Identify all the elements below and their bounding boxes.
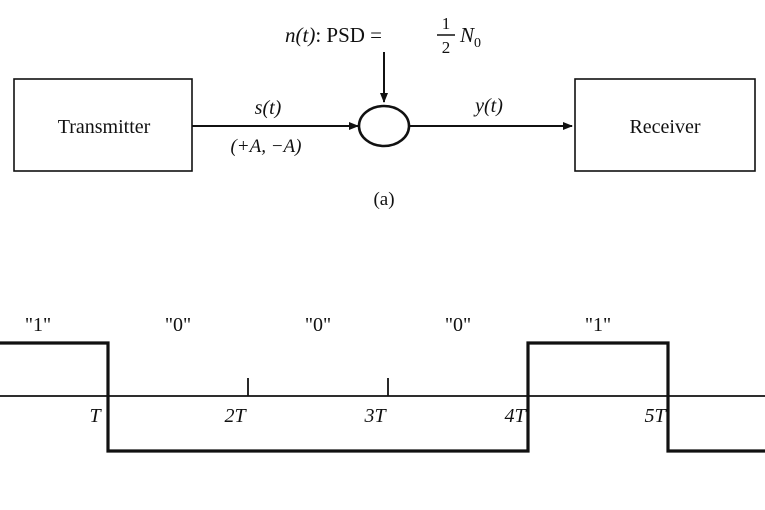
bit-label: "0" <box>305 314 331 336</box>
receiver-box <box>574 78 756 172</box>
tick-label: T <box>89 405 102 427</box>
block-diagram: n(t): PSD = 1 2 N0 Transmitter s(t) (+A,… <box>13 14 756 210</box>
tick-label: 4T <box>504 405 527 427</box>
bit-labels: "1" "0" "0" "0" "1" <box>25 314 611 336</box>
summing-junction <box>357 104 411 148</box>
bit-label: "0" <box>165 314 191 336</box>
tick-labels: T 2T 3T 4T 5T <box>89 405 667 427</box>
transmitter-label: Transmitter <box>58 116 151 138</box>
waveform: "1" "0" "0" "0" "1" T 2T 3T 4T 5T <box>0 314 765 453</box>
noise-fraction-denominator: 2 <box>442 38 451 57</box>
output-label: y(t) <box>473 95 503 117</box>
noise-fraction-numerator: 1 <box>442 14 451 33</box>
svg-text:n(t): PSD =: n(t): PSD = <box>285 23 382 47</box>
signal-label: s(t) <box>255 97 282 119</box>
tick-label: 5T <box>644 405 667 427</box>
signal-waveform <box>0 341 765 453</box>
bit-label: "1" <box>25 314 51 336</box>
diagram-caption: (a) <box>373 189 394 210</box>
receiver-label: Receiver <box>629 116 700 138</box>
bit-label: "0" <box>445 314 471 336</box>
noise-label: n(t): PSD = 1 2 N0 <box>285 14 481 57</box>
tick-label: 2T <box>224 405 247 427</box>
tick-marks <box>247 378 389 396</box>
tick-label: 3T <box>363 405 387 427</box>
signal-levels-label: (+A, −A) <box>230 136 301 157</box>
noise-n0: N0 <box>459 23 481 51</box>
bit-label: "1" <box>585 314 611 336</box>
